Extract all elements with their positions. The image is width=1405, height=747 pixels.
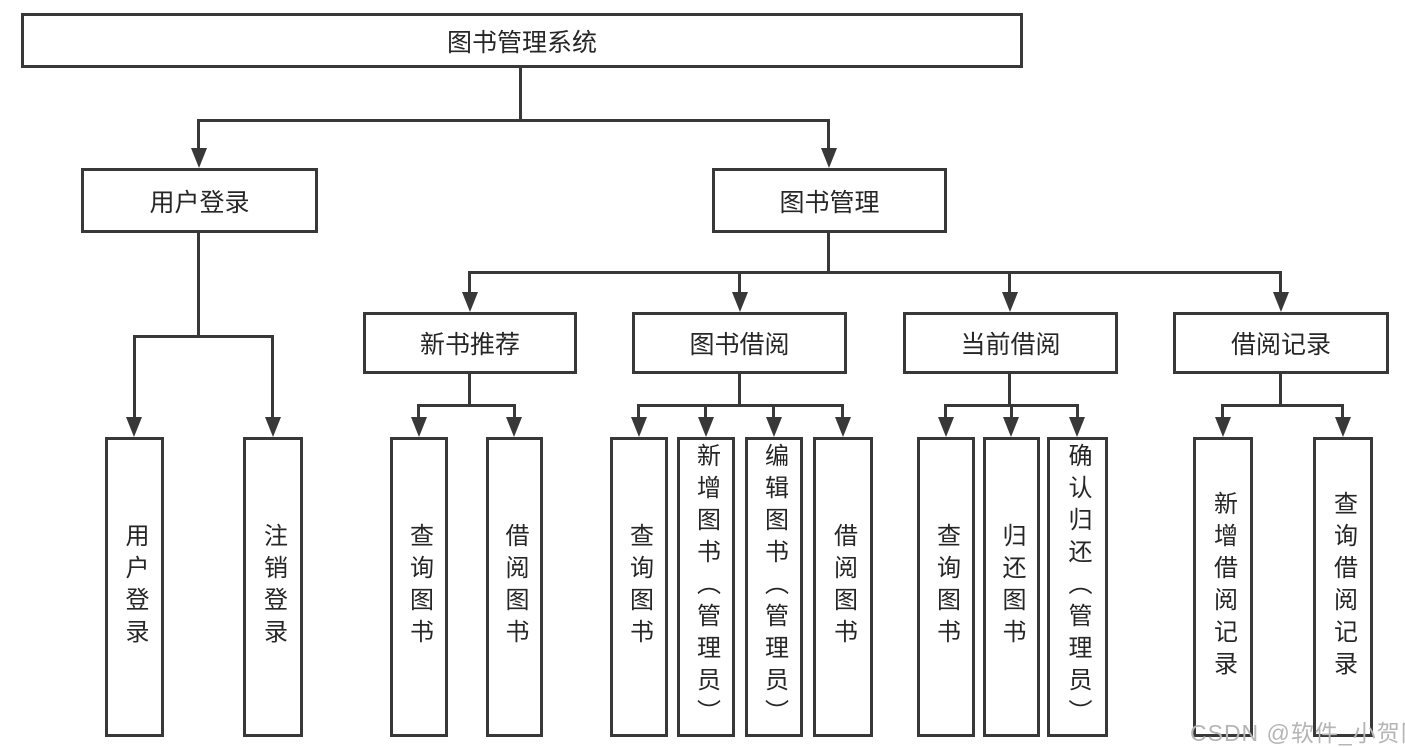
connector-line: [519, 68, 522, 122]
connector-line: [772, 404, 775, 420]
node-book-borrowing: 图书借阅: [632, 312, 847, 374]
node-new-book-recommendation: 新书推荐: [363, 312, 577, 374]
leaf-confirm-return-admin: 确认归还（管理员）: [1047, 437, 1108, 737]
connector-line: [1010, 404, 1013, 420]
connector-line: [133, 335, 136, 419]
leaf-search-borrow-record: 查询借阅记录: [1313, 437, 1373, 737]
connector-line: [468, 374, 471, 407]
connector-line: [271, 335, 274, 419]
connector-line: [417, 404, 420, 420]
connector-line: [1221, 404, 1344, 407]
connector-line: [513, 404, 516, 420]
arrow-down-icon: [1273, 292, 1289, 312]
connector-line: [827, 119, 830, 151]
connector-line: [704, 404, 707, 420]
connector-line: [197, 119, 200, 151]
node-borrowing-records: 借阅记录: [1173, 312, 1389, 374]
arrow-down-icon: [411, 417, 427, 437]
leaf-logout: 注销登录: [243, 437, 303, 737]
leaf-edit-books-admin: 编辑图书（管理员）: [745, 437, 803, 737]
csdn-watermark: CSDN @软件_小贺同学: [1190, 720, 1405, 746]
arrow-down-icon: [506, 417, 522, 437]
connector-line: [944, 404, 947, 420]
leaf-return-books: 归还图书: [983, 437, 1040, 737]
leaf-borrow-books-recommend: 借阅图书: [486, 437, 543, 737]
connector-line: [468, 271, 471, 295]
connector-line: [1279, 374, 1282, 407]
connector-line: [1279, 271, 1282, 295]
arrow-down-icon: [938, 417, 954, 437]
leaf-search-books-current: 查询图书: [917, 437, 975, 737]
arrow-down-icon: [732, 292, 748, 312]
arrow-down-icon: [265, 417, 281, 437]
node-current-borrowing: 当前借阅: [903, 312, 1118, 374]
arrow-down-icon: [821, 148, 837, 168]
arrow-down-icon: [191, 148, 207, 168]
leaf-add-books-admin: 新增图书（管理员）: [677, 437, 735, 737]
connector-line: [1341, 404, 1344, 420]
arrow-down-icon: [1002, 292, 1018, 312]
arrow-down-icon: [1003, 417, 1019, 437]
leaf-user-login: 用户登录: [105, 437, 164, 737]
connector-line: [197, 233, 200, 337]
arrow-down-icon: [462, 292, 478, 312]
arrow-down-icon: [1215, 417, 1231, 437]
node-user-login: 用户登录: [81, 168, 318, 233]
leaf-search-books-borrowing: 查询图书: [610, 437, 668, 737]
connector-line: [637, 404, 844, 407]
arrow-down-icon: [835, 417, 851, 437]
arrow-down-icon: [766, 417, 782, 437]
connector-line: [1008, 374, 1011, 407]
arrow-down-icon: [698, 417, 714, 437]
leaf-add-borrow-record: 新增借阅记录: [1193, 437, 1253, 737]
leaf-search-books-recommend: 查询图书: [390, 437, 448, 737]
connector-line: [1008, 271, 1011, 295]
connector-line: [1221, 404, 1224, 420]
connector-line: [841, 404, 844, 420]
connector-line: [738, 271, 741, 295]
connector-line: [468, 271, 1282, 274]
arrow-down-icon: [631, 417, 647, 437]
connector-line: [827, 233, 830, 273]
connector-line: [1076, 404, 1079, 420]
connector-line: [637, 404, 640, 420]
arrow-down-icon: [126, 417, 142, 437]
arrow-down-icon: [1069, 417, 1085, 437]
connector-line: [417, 404, 516, 407]
node-book-management: 图书管理: [712, 168, 947, 233]
arrow-down-icon: [1335, 417, 1351, 437]
leaf-borrow-books: 借阅图书: [813, 437, 873, 737]
connector-line: [133, 335, 274, 338]
node-library-management-system: 图书管理系统: [21, 13, 1023, 68]
connector-line: [738, 374, 741, 407]
connector-line: [197, 119, 830, 122]
